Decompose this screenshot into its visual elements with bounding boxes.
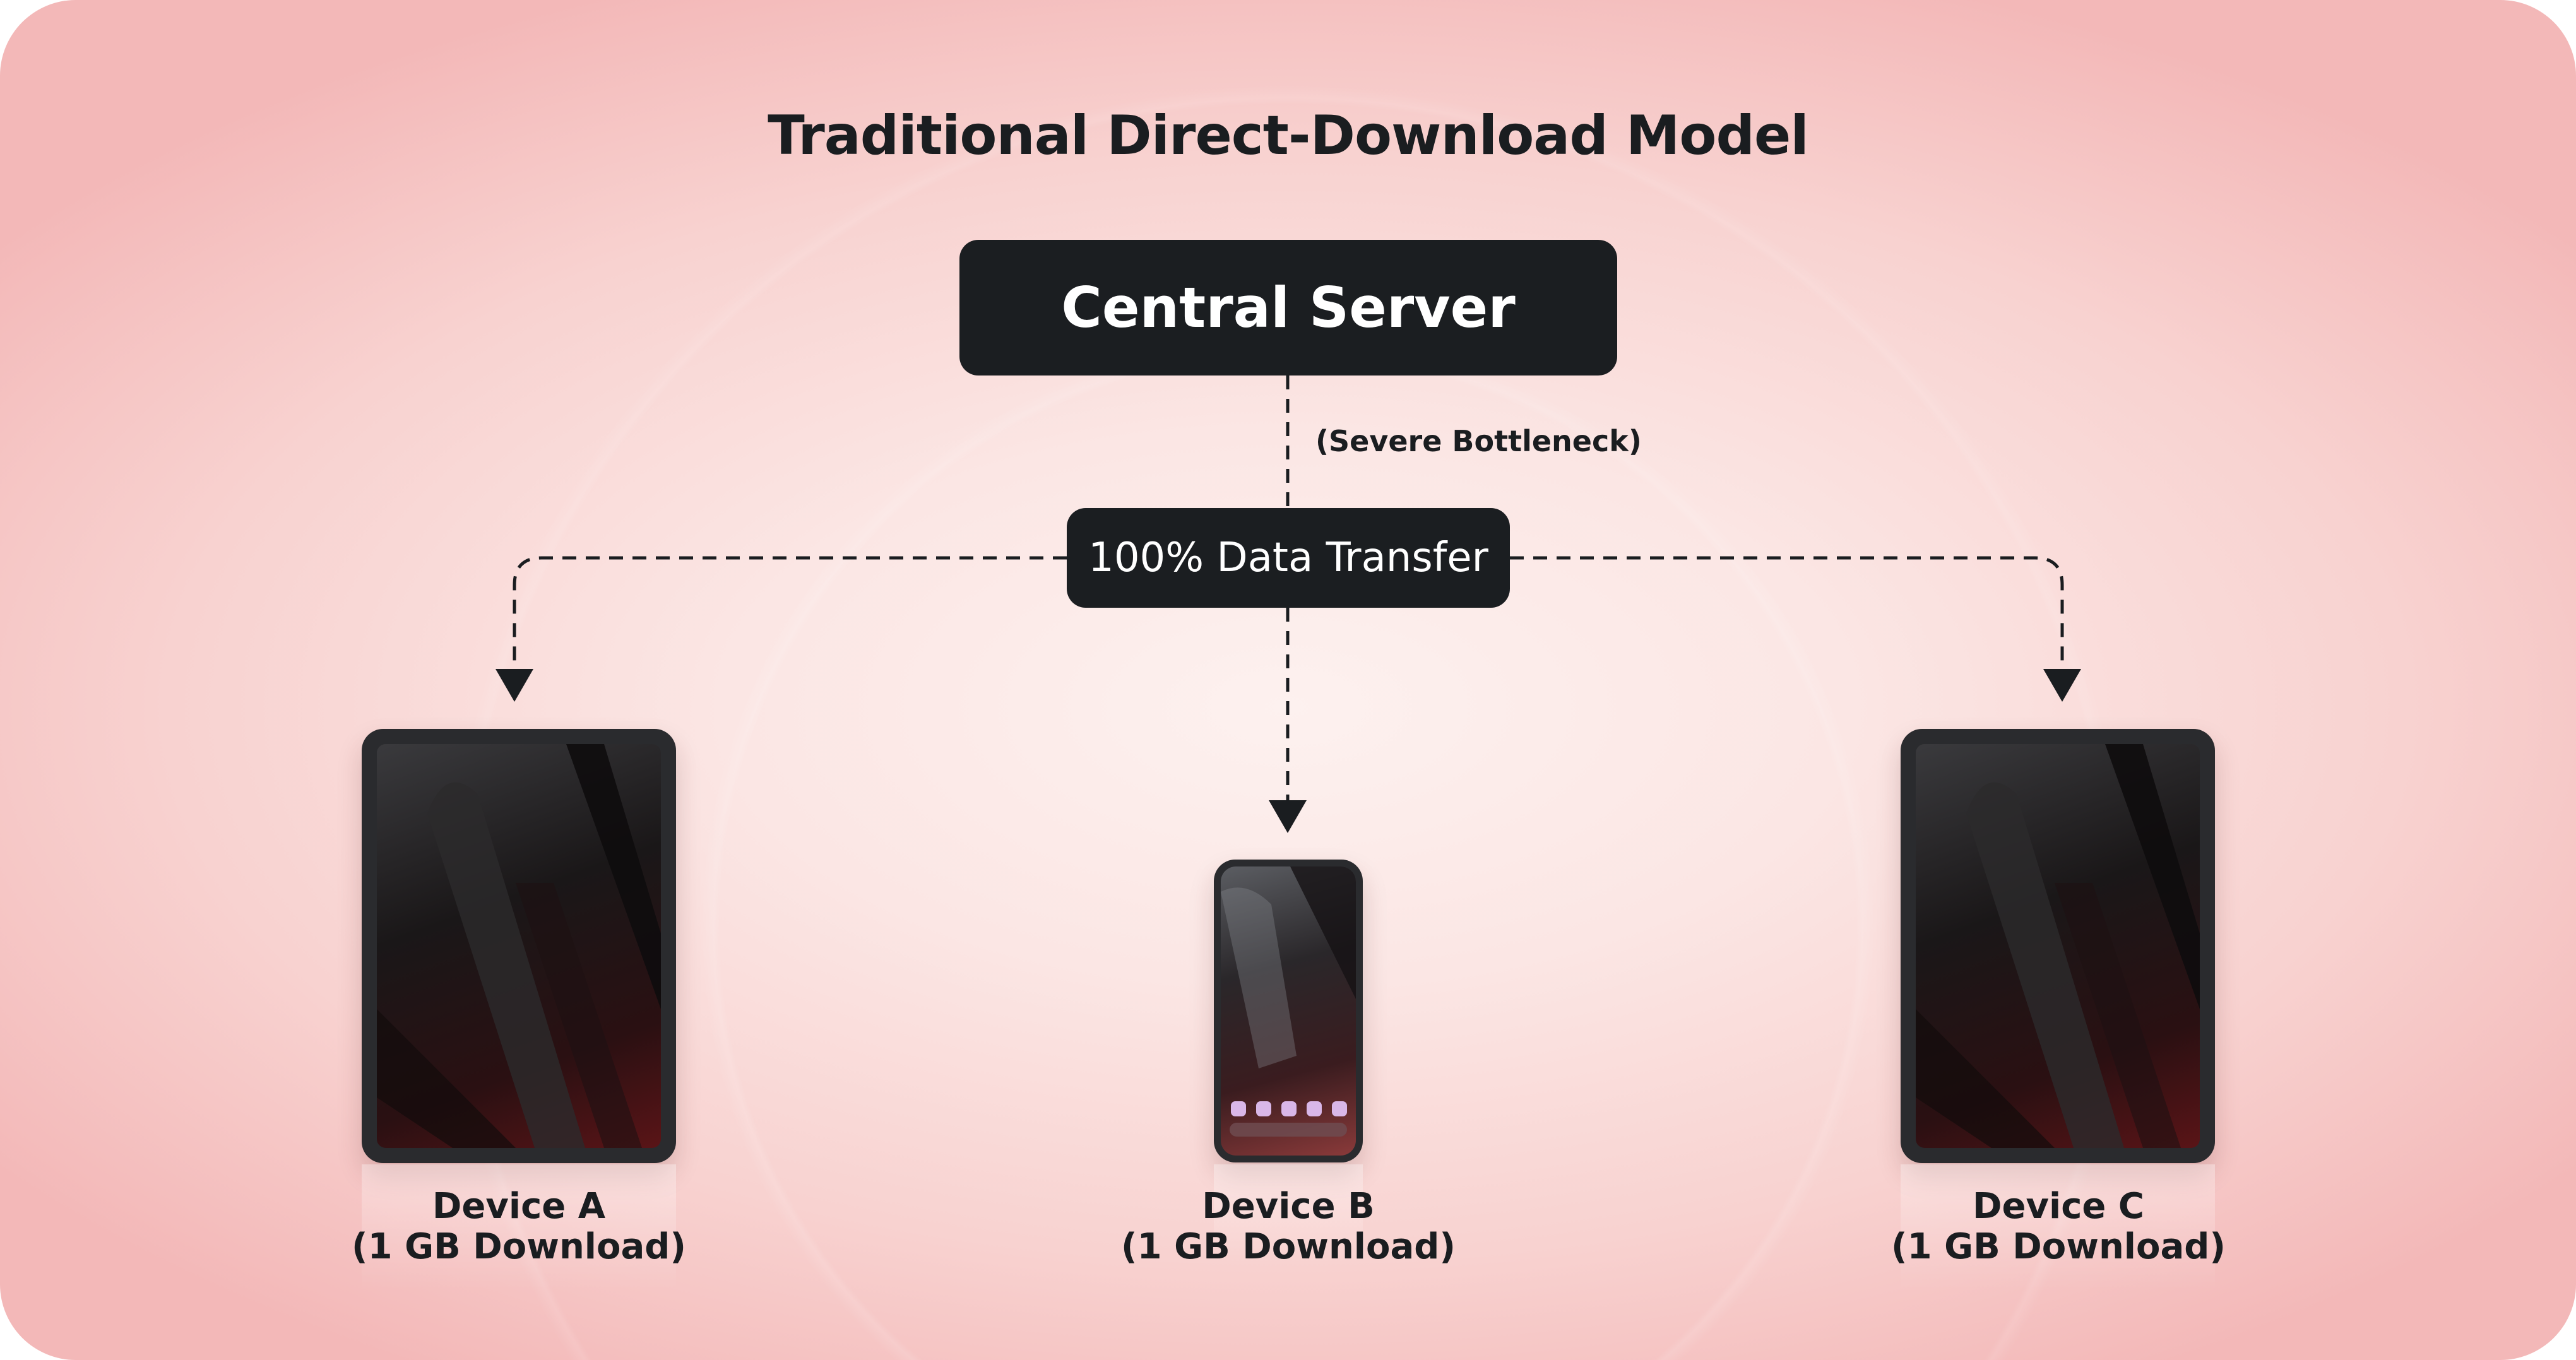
device-b-label: Device B (1 GB Download) <box>1067 1186 1509 1267</box>
tablet-screen <box>377 744 661 1148</box>
data-transfer-label: 100% Data Transfer <box>1088 535 1488 581</box>
tablet-reflection <box>362 1164 676 1291</box>
tablet-icon <box>1901 729 2215 1163</box>
tablet-screen <box>1916 744 2200 1148</box>
wallpaper-graphic <box>1916 744 2200 1148</box>
transfer-to-device-c-connector <box>1510 556 2064 666</box>
device-name: Device A <box>432 1186 606 1227</box>
device-c-label: Device C (1 GB Download) <box>1837 1186 2279 1267</box>
triangle-down-icon <box>496 669 533 702</box>
phone-wallpaper-graphic <box>1221 866 1356 1137</box>
device-a-label: Device A (1 GB Download) <box>298 1186 740 1267</box>
diagram-title: Traditional Direct-Download Model <box>768 104 1809 167</box>
transfer-to-device-a-connector <box>513 556 1067 666</box>
device-download-size: (1 GB Download) <box>352 1226 686 1267</box>
device-download-size: (1 GB Download) <box>1891 1226 2226 1267</box>
triangle-down-icon <box>2043 669 2081 702</box>
device-name: Device B <box>1202 1186 1375 1227</box>
data-transfer-node: 100% Data Transfer <box>1067 508 1510 608</box>
device-name: Device C <box>1973 1186 2144 1227</box>
triangle-down-icon <box>1269 800 1307 833</box>
central-server-label: Central Server <box>1061 275 1516 340</box>
wallpaper-graphic <box>377 744 661 1148</box>
phone-reflection <box>1214 1164 1363 1265</box>
tablet-icon <box>362 729 676 1163</box>
device-download-size: (1 GB Download) <box>1121 1226 1456 1267</box>
phone-screen <box>1221 866 1356 1156</box>
smartphone-icon <box>1214 860 1363 1162</box>
central-server-node: Central Server <box>959 240 1617 375</box>
bottleneck-note: (Severe Bottleneck) <box>1315 424 1642 458</box>
tablet-reflection <box>1901 1164 2215 1291</box>
